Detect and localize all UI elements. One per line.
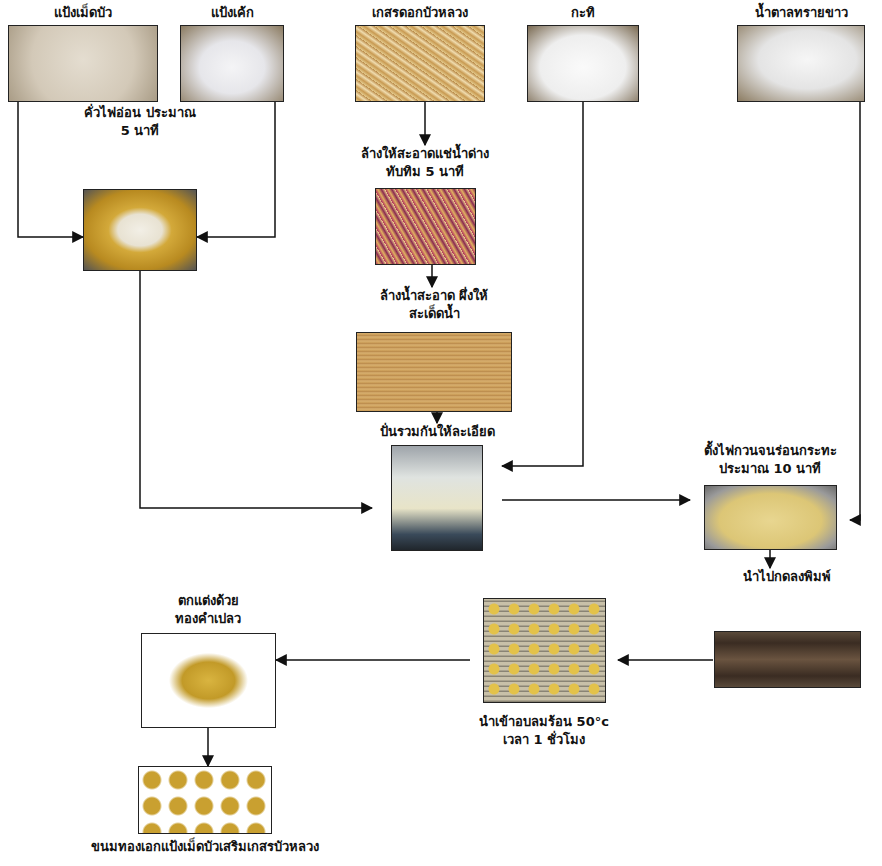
flow-arrow — [850, 102, 860, 520]
flow-arrow — [502, 499, 690, 501]
step-label: ขนมทองเอกแป้งเม็ดบัวเสริมเกสรบัวหลวง — [55, 838, 355, 856]
step-photo — [375, 188, 476, 265]
step-node: แป้งเม็ดบัว — [8, 4, 158, 102]
step-photo — [355, 25, 485, 102]
flow-arrow — [197, 102, 275, 237]
step-node: ตกแต่งด้วย ทองคำเปลว — [140, 592, 276, 728]
step-label: ตั้งไฟกวนจนร่อนกระทะ ประมาณ 10 นาที — [690, 442, 850, 477]
step-photo — [704, 485, 837, 550]
step-node: แป้งเค้ก — [180, 4, 284, 102]
step-node: ตั้งไฟกวนจนร่อนกระทะ ประมาณ 10 นาที — [690, 442, 850, 550]
step-label: แป้งเค้ก — [180, 4, 284, 22]
flow-arrow — [436, 412, 438, 423]
step-label: เกสรดอกบัวหลวง — [355, 4, 485, 22]
step-node: ขนมทองเอกแป้งเม็ดบัวเสริมเกสรบัวหลวง — [55, 766, 355, 856]
step-label: กะทิ — [527, 4, 639, 22]
step-node: คั่วไฟอ่อน ประมาณ 5 นาที — [83, 104, 197, 271]
step-node: กะทิ — [527, 4, 639, 102]
step-photo — [141, 633, 276, 728]
flow-arrow — [276, 659, 470, 661]
step-label: น้ำตาลทรายขาว — [737, 4, 865, 22]
flow-arrow — [769, 550, 771, 568]
step-node: เกสรดอกบัวหลวง — [355, 4, 485, 102]
step-photo — [138, 766, 272, 834]
step-label: ล้างน้ำสะอาด ผึ่งให้สะเด็ดน้ำ — [374, 287, 494, 322]
step-photo — [714, 631, 861, 688]
step-label: นำเข้าอบลมร้อน 50°c เวลา 1 ชั่วโมง — [479, 713, 609, 748]
flow-arrow — [18, 102, 83, 237]
step-node: นำไปกดลงพิมพ์ — [713, 568, 861, 688]
step-photo — [527, 25, 639, 102]
step-label: ล้างให้สะอาดแช่น้ำด่าง ทับทิม 5 นาที — [345, 145, 505, 180]
step-photo — [83, 189, 197, 271]
flow-arrow — [431, 265, 433, 287]
step-node: ล้างให้สะอาดแช่น้ำด่าง ทับทิม 5 นาที — [345, 145, 505, 265]
flow-arrow — [424, 102, 426, 145]
step-label: แป้งเม็ดบัว — [8, 4, 158, 22]
step-photo — [737, 25, 865, 102]
step-photo — [483, 598, 606, 703]
step-node: ปั่นรวมกันให้ละเอียด — [372, 423, 502, 551]
step-photo — [8, 25, 158, 102]
flow-arrow — [502, 102, 583, 466]
step-label: ตกแต่งด้วย ทองคำเปลว — [158, 592, 258, 627]
step-node: ล้างน้ำสะอาด ผึ่งให้สะเด็ดน้ำ — [350, 287, 518, 412]
step-photo — [180, 25, 284, 102]
step-label: นำไปกดลงพิมพ์ — [713, 568, 861, 586]
flow-arrow — [140, 271, 372, 508]
step-label: คั่วไฟอ่อน ประมาณ 5 นาที — [83, 104, 197, 139]
flow-arrow — [207, 728, 209, 766]
step-node: นำเข้าอบลมร้อน 50°c เวลา 1 ชั่วโมง — [470, 598, 618, 748]
flow-arrow — [618, 659, 713, 661]
step-label: ปั่นรวมกันให้ละเอียด — [372, 423, 502, 441]
step-node: น้ำตาลทรายขาว — [737, 4, 865, 102]
step-photo — [356, 332, 512, 412]
step-photo — [391, 445, 483, 551]
